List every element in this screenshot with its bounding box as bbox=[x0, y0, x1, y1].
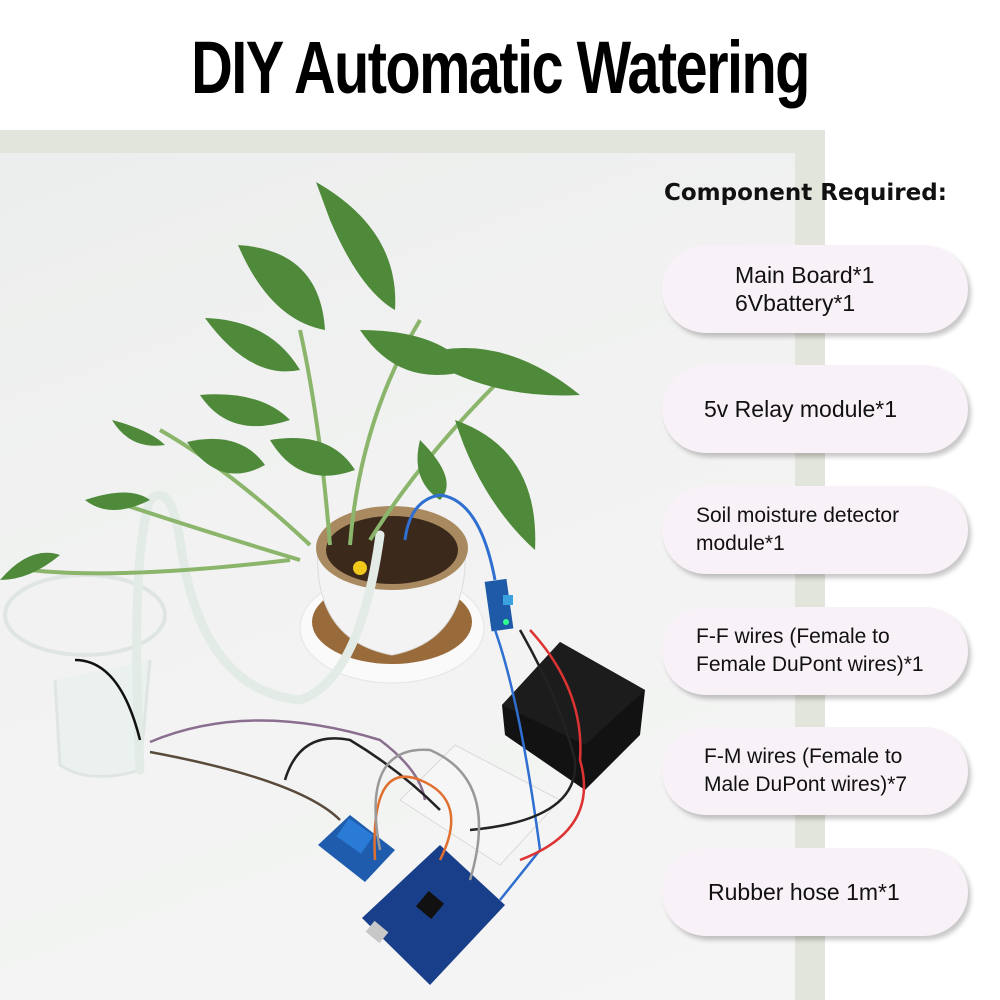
component-line: 6Vbattery*1 bbox=[735, 290, 856, 316]
watering-setup-illustration bbox=[0, 182, 645, 985]
component-line: F-M wires (Female to bbox=[704, 745, 903, 768]
component-line: 5v Relay module*1 bbox=[704, 396, 898, 422]
component-line: Female DuPont wires)*1 bbox=[696, 653, 924, 676]
component-item-rubber-hose: Rubber hose 1m*1 bbox=[662, 848, 968, 936]
component-item-relay: 5v Relay module*1 bbox=[662, 365, 968, 453]
component-line: module*1 bbox=[696, 532, 785, 555]
component-line: Rubber hose 1m*1 bbox=[708, 879, 900, 905]
component-line: Main Board*1 bbox=[735, 262, 875, 288]
component-item-main-board: Main Board*1 6Vbattery*1 bbox=[662, 245, 968, 333]
page-title: DIY Automatic Watering bbox=[191, 26, 810, 109]
component-item-ff-wires: F-F wires (Female to Female DuPont wires… bbox=[662, 607, 968, 695]
component-line: Male DuPont wires)*7 bbox=[704, 773, 908, 796]
component-item-soil-sensor: Soil moisture detector module*1 bbox=[662, 486, 968, 574]
component-line: Soil moisture detector bbox=[696, 504, 900, 527]
components-heading: Component Required: bbox=[664, 180, 947, 206]
component-line: F-F wires (Female to bbox=[696, 625, 890, 648]
component-item-fm-wires: F-M wires (Female to Male DuPont wires)*… bbox=[662, 727, 968, 815]
